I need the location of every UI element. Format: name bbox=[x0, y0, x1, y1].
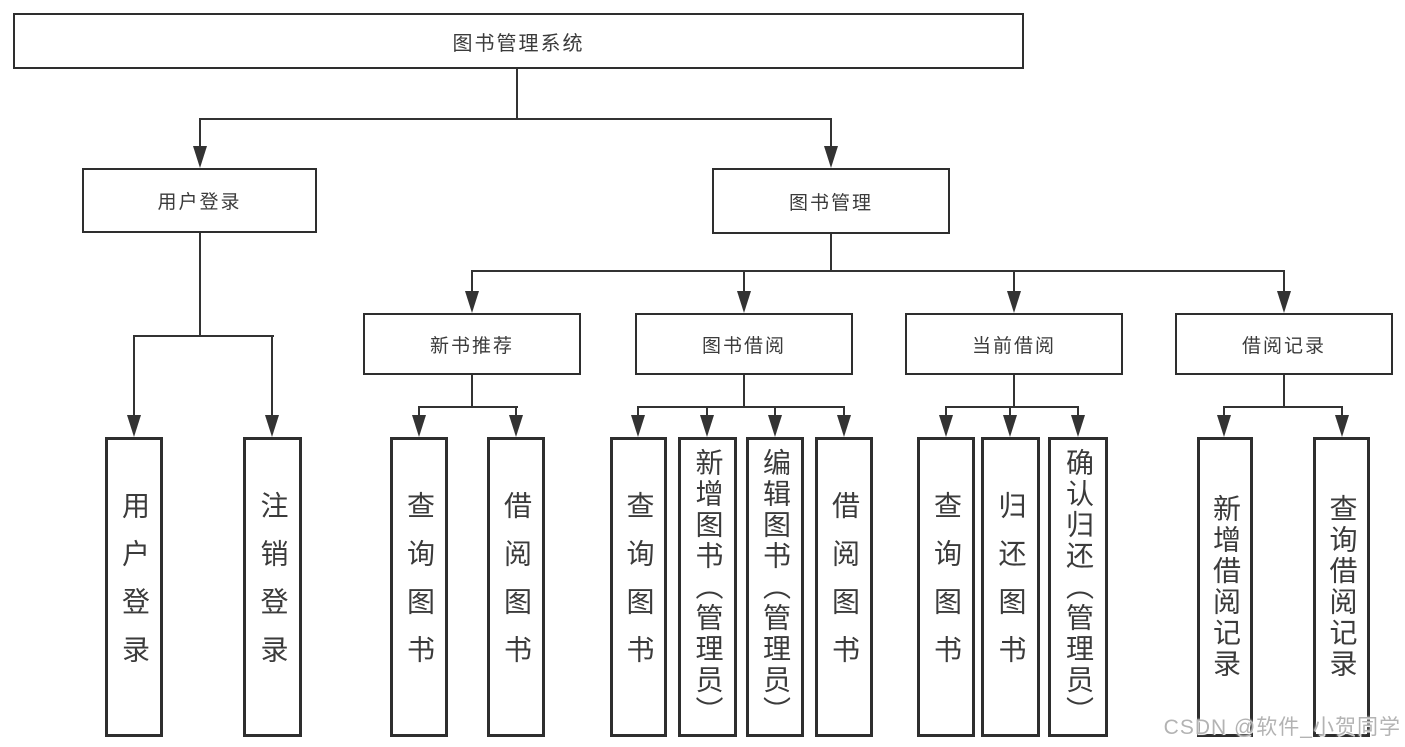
node-bb-add-book: 新增图书（管理员） bbox=[678, 437, 737, 737]
arrow-down-icon bbox=[412, 415, 426, 437]
node-book-mgmt: 图书管理 bbox=[712, 168, 950, 234]
connector-to-borrow-records bbox=[1283, 270, 1285, 293]
connector-to-cb-return bbox=[1009, 406, 1011, 417]
connector-root-stem bbox=[516, 69, 518, 119]
arrow-down-icon bbox=[1007, 291, 1021, 313]
arrow-down-icon bbox=[631, 415, 645, 437]
connector-new-book-rec-fork bbox=[418, 406, 518, 408]
arrow-down-icon bbox=[1217, 415, 1231, 437]
connector-user-login-stem bbox=[199, 233, 201, 337]
node-bb-borrow-book: 借阅图书 bbox=[815, 437, 873, 737]
connector-to-bb-add bbox=[706, 406, 708, 417]
connector-book-borrow-fork bbox=[637, 406, 845, 408]
node-br-query-record-label: 查询借阅记录 bbox=[1326, 494, 1358, 680]
arrow-down-icon bbox=[509, 415, 523, 437]
node-book-mgmt-label: 图书管理 bbox=[788, 192, 873, 214]
connector-to-ul-login bbox=[133, 335, 135, 417]
connector-to-new-book-rec bbox=[471, 270, 473, 293]
connector-to-current-borrow bbox=[1013, 270, 1015, 293]
node-borrow-records-label: 借阅记录 bbox=[1241, 335, 1326, 357]
node-br-add-record: 新增借阅记录 bbox=[1197, 437, 1253, 737]
node-book-borrow: 图书借阅 bbox=[635, 313, 853, 375]
connector-to-ul-logout bbox=[271, 335, 273, 417]
arrow-down-icon bbox=[837, 415, 851, 437]
arrow-down-icon bbox=[465, 291, 479, 313]
node-cb-query-book: 查询图书 bbox=[917, 437, 975, 737]
node-br-add-record-label: 新增借阅记录 bbox=[1210, 494, 1241, 680]
node-nbr-query-book-label: 查询图书 bbox=[404, 491, 435, 683]
connector-book-borrow-stem bbox=[743, 375, 745, 408]
arrow-down-icon bbox=[768, 415, 782, 437]
node-root-label: 图书管理系统 bbox=[452, 32, 585, 55]
arrow-down-icon bbox=[700, 415, 714, 437]
node-cb-query-book-label: 查询图书 bbox=[931, 491, 962, 683]
node-bb-query-book-label: 查询图书 bbox=[623, 491, 655, 683]
arrow-down-icon bbox=[824, 146, 838, 168]
arrow-down-icon bbox=[265, 415, 279, 437]
connector-to-br-query bbox=[1341, 406, 1343, 417]
node-nbr-query-book: 查询图书 bbox=[390, 437, 448, 737]
node-ul-logout-label: 注销登录 bbox=[257, 491, 289, 683]
connector-root-fork bbox=[199, 118, 832, 120]
node-bb-borrow-book-label: 借阅图书 bbox=[829, 491, 860, 683]
node-bb-add-book-label: 新增图书（管理员） bbox=[692, 447, 724, 727]
node-cb-return-book: 归还图书 bbox=[981, 437, 1040, 737]
arrow-down-icon bbox=[939, 415, 953, 437]
connector-to-bb-borrow bbox=[843, 406, 845, 417]
connector-to-nbr-borrow bbox=[515, 406, 517, 417]
node-ul-logout: 注销登录 bbox=[243, 437, 302, 737]
node-borrow-records: 借阅记录 bbox=[1175, 313, 1393, 375]
arrow-down-icon bbox=[1277, 291, 1291, 313]
node-bb-edit-book: 编辑图书（管理员） bbox=[746, 437, 804, 737]
connector-to-book-mgmt bbox=[830, 118, 832, 148]
connector-current-borrow-stem bbox=[1013, 375, 1015, 408]
node-ul-login: 用户登录 bbox=[105, 437, 163, 737]
node-new-book-rec-label: 新书推荐 bbox=[429, 335, 514, 357]
arrow-down-icon bbox=[1003, 415, 1017, 437]
connector-to-cb-confirm bbox=[1077, 406, 1079, 417]
node-bb-edit-book-label: 编辑图书（管理员） bbox=[760, 447, 791, 727]
node-current-borrow-label: 当前借阅 bbox=[971, 335, 1056, 357]
connector-to-bb-query bbox=[637, 406, 639, 417]
node-ul-login-label: 用户登录 bbox=[119, 491, 150, 683]
node-cb-confirm-return-label: 确认归还（管理员） bbox=[1063, 447, 1094, 727]
arrow-down-icon bbox=[1071, 415, 1085, 437]
connector-to-user-login bbox=[199, 118, 201, 148]
connector-to-cb-query bbox=[945, 406, 947, 417]
node-cb-return-book-label: 归还图书 bbox=[995, 491, 1027, 683]
connector-book-mgmt-stem bbox=[830, 234, 832, 272]
arrow-down-icon bbox=[127, 415, 141, 437]
connector-borrow-records-stem bbox=[1283, 375, 1285, 408]
arrow-down-icon bbox=[737, 291, 751, 313]
node-br-query-record: 查询借阅记录 bbox=[1313, 437, 1370, 737]
node-nbr-borrow-book: 借阅图书 bbox=[487, 437, 545, 737]
connector-book-mgmt-fork bbox=[471, 270, 1285, 272]
arrow-down-icon bbox=[193, 146, 207, 168]
connector-new-book-rec-stem bbox=[471, 375, 473, 408]
node-book-borrow-label: 图书借阅 bbox=[701, 335, 786, 357]
node-root: 图书管理系统 bbox=[13, 13, 1024, 69]
connector-to-nbr-query bbox=[418, 406, 420, 417]
node-user-login: 用户登录 bbox=[82, 168, 317, 233]
connector-user-login-fork bbox=[133, 335, 274, 337]
node-new-book-rec: 新书推荐 bbox=[363, 313, 581, 375]
connector-to-br-add bbox=[1223, 406, 1225, 417]
connector-current-borrow-fork bbox=[945, 406, 1079, 408]
node-user-login-label: 用户登录 bbox=[157, 192, 242, 213]
csdn-watermark: CSDN @软件_小贺同学 bbox=[1163, 716, 1401, 739]
node-current-borrow: 当前借阅 bbox=[905, 313, 1123, 375]
node-bb-query-book: 查询图书 bbox=[610, 437, 667, 737]
node-cb-confirm-return: 确认归还（管理员） bbox=[1048, 437, 1108, 737]
node-nbr-borrow-book-label: 借阅图书 bbox=[501, 491, 532, 683]
connector-to-book-borrow bbox=[743, 270, 745, 293]
connector-borrow-records-fork bbox=[1223, 406, 1343, 408]
connector-to-bb-edit bbox=[774, 406, 776, 417]
arrow-down-icon bbox=[1335, 415, 1349, 437]
